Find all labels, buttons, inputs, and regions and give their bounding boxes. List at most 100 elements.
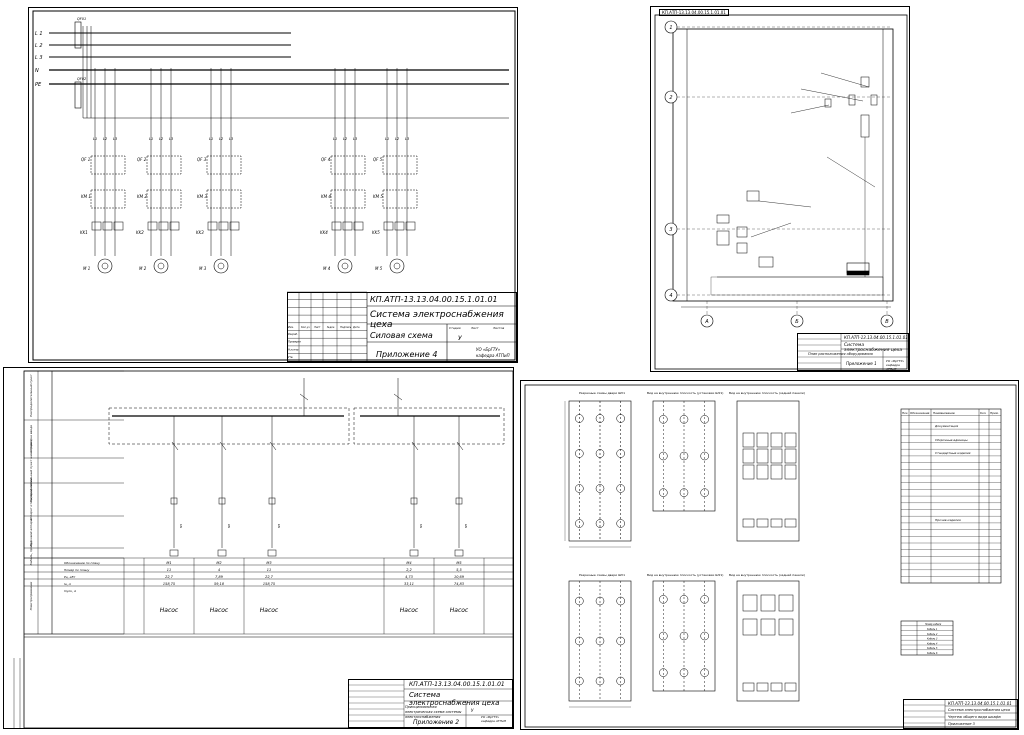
breaker-module	[760, 618, 776, 636]
qf-label: QF 2	[137, 157, 147, 162]
indicator-lamp	[679, 415, 689, 424]
qf-label: QF 1	[81, 157, 90, 162]
indicator-lamp	[679, 488, 689, 497]
phase-label: L2	[219, 137, 224, 141]
inner-frame	[32, 10, 516, 361]
row-label: Аппарат на вводе	[29, 425, 33, 454]
breaker-module	[784, 432, 797, 448]
pump-unit	[716, 214, 730, 224]
terminal-block	[756, 518, 769, 528]
phase-label: L3	[169, 137, 173, 141]
dist-panel-1	[108, 407, 350, 445]
breaker-module	[742, 594, 758, 612]
km-label: KM 3	[197, 194, 207, 199]
cab-tb-code: КП.АТП-13.13.04.00.15.1.01.01	[948, 701, 1012, 706]
tb-col-label: Листов	[492, 326, 504, 330]
cable-table-row: Кабель 3	[927, 638, 938, 641]
consumer-current: 22,7	[165, 575, 174, 579]
motor-label: M 1	[83, 266, 90, 271]
power-tb-title: Система электроснабжения цеха	[370, 310, 504, 330]
thermal-relay	[353, 221, 364, 231]
consumer-power: 5,5	[456, 568, 462, 572]
qf-breaker-box	[382, 155, 418, 175]
indicator-lamp	[659, 451, 668, 461]
cabinet-panel	[860, 114, 870, 138]
dist-tb-sheetname: Принципиальная электрическая схема систе…	[405, 705, 462, 719]
pump-unit	[736, 242, 748, 254]
terminal-block	[770, 682, 783, 692]
cable-table-row: Кабель 4	[927, 642, 938, 645]
cab-view-title-1: Разрезные схемы двери ШУ1	[579, 391, 626, 395]
kk-label: KK4	[320, 230, 328, 235]
phase-label: L2	[395, 137, 400, 141]
indicator-lamp	[679, 451, 689, 461]
cable-table-row: Кабель 2	[927, 633, 938, 636]
motor-unit	[870, 94, 878, 106]
breaker-module	[770, 432, 783, 448]
axis-label: 1	[669, 25, 672, 31]
consumer-start-current: 158,75	[163, 582, 176, 586]
motor-label: M 2	[139, 266, 147, 271]
breaker-module	[756, 448, 769, 464]
row-label: Кабель, провод	[29, 541, 33, 566]
cab-view-title-3: Вид на внутреннюю плоскость (задней пане…	[729, 391, 805, 395]
power-tb-sheetname: Силовая схема	[370, 331, 433, 340]
phase-label: L3	[229, 137, 233, 141]
bus-label: L 1	[35, 31, 43, 37]
qf-breaker-box	[206, 155, 242, 175]
dist-tb-stage: У	[471, 708, 474, 713]
spec-section: Стандартные изделия	[935, 451, 971, 455]
param-label: Номер по плану	[64, 568, 89, 572]
layout-tb-title: Система электроснабжения цеха	[844, 343, 903, 353]
kk-label: KK2	[136, 230, 144, 235]
cable-route	[750, 222, 792, 238]
indicator-lamp	[679, 595, 689, 604]
spec-header: Наименование	[933, 411, 955, 415]
thermal-relay	[169, 221, 180, 231]
layout-title-block: КП.АТП-13.13.04.00.15.1.01.01 Система эл…	[797, 333, 909, 371]
thermal-relay	[394, 221, 405, 231]
km-label: KM 4	[321, 194, 331, 199]
tb-row-label: Кол.уч	[301, 325, 310, 329]
starter-box	[218, 497, 226, 505]
km-label: KM 1	[81, 194, 91, 199]
inner-frame	[23, 370, 514, 729]
power-tb-stage: У	[458, 335, 462, 342]
indicator-lamp	[595, 519, 605, 528]
km-contactor-box	[206, 189, 242, 209]
tb-person-label: Проверил	[288, 340, 301, 344]
cable-table	[900, 620, 954, 656]
consumer-name: Насос	[400, 607, 419, 614]
dist-tb-title: Система электроснабжения цеха	[409, 691, 500, 707]
cable-label: M1	[179, 524, 183, 528]
bus-label: L 2	[35, 43, 43, 49]
tb-person-label: Разраб.	[288, 332, 298, 336]
dist-panel-2	[353, 407, 505, 445]
consumer-power: 11	[267, 568, 271, 572]
cab-view-title-4: Разрезные схемы двери ШУ1	[579, 573, 626, 577]
row-label: Пусковой аппарат	[29, 517, 33, 546]
consumer-current: 10,69	[454, 575, 465, 579]
thermal-relay	[207, 221, 218, 231]
dist-tb-org: УО «БрГТУ» кафедра АТПиП	[481, 715, 507, 723]
spec-section: Прочие изделия	[935, 518, 961, 522]
axis-label: В	[885, 319, 889, 325]
consumer-name: Насос	[450, 607, 469, 614]
breaker-symbol	[269, 441, 277, 451]
motor-label: M 4	[323, 266, 331, 271]
kk-label: KK1	[80, 230, 88, 235]
indicator-lamp	[700, 415, 709, 424]
motor-inner	[157, 262, 165, 270]
breaker-symbol	[171, 441, 179, 451]
cable-route	[800, 88, 864, 102]
motor-unit	[824, 98, 832, 108]
motor-terminal	[267, 549, 277, 557]
consumer-num: M1	[166, 561, 171, 565]
bus-label: PE	[35, 82, 42, 88]
tb-row-label: Лист	[313, 325, 321, 329]
cable-table-row: Кабель 6	[927, 652, 938, 655]
dist-tb-appendix: Приложение 2	[413, 719, 460, 726]
